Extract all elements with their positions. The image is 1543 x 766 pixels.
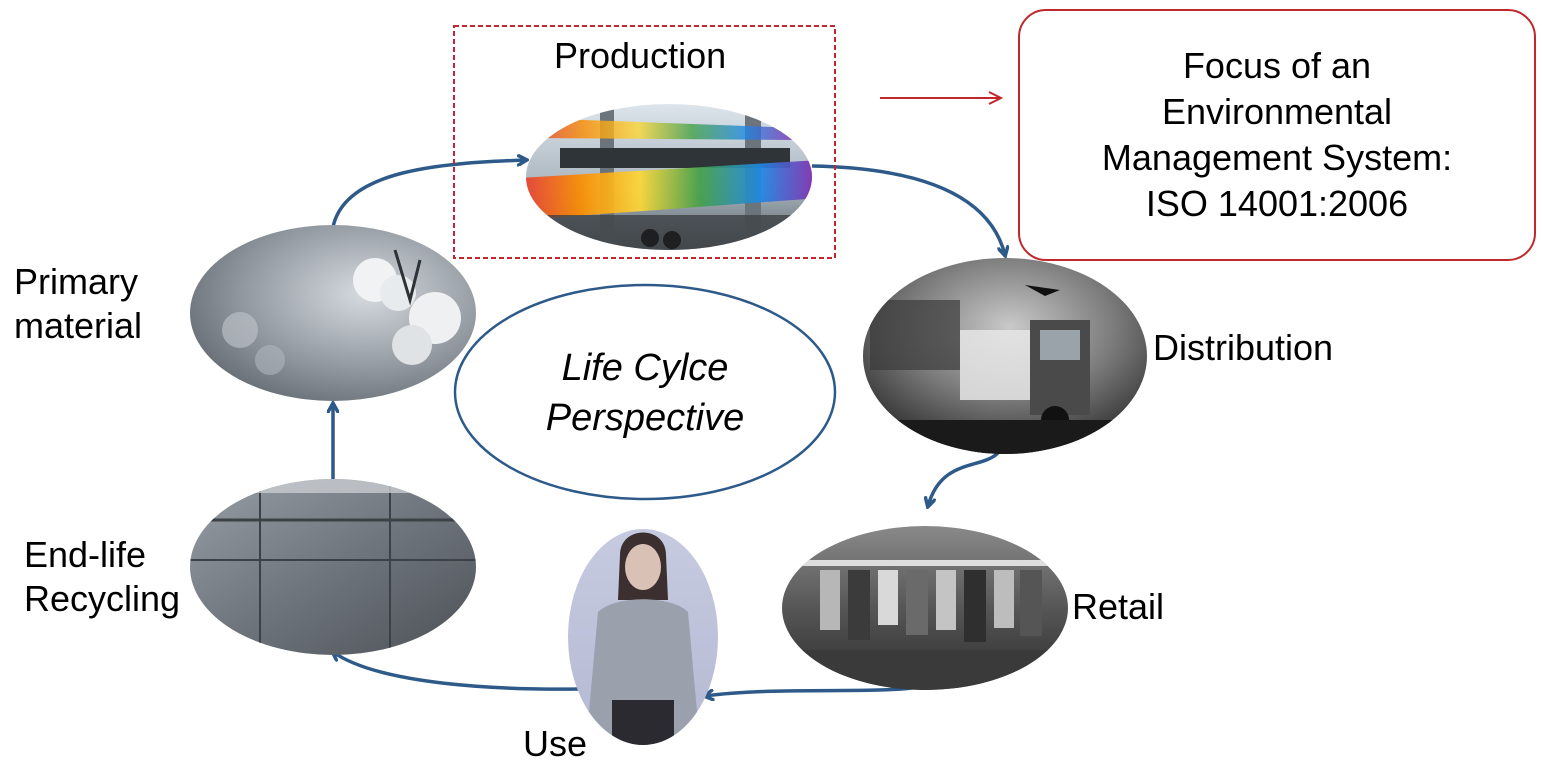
production-highlight-box	[453, 25, 836, 259]
label-end-life-line2: Recycling	[24, 578, 181, 619]
label-use: Use	[523, 723, 588, 764]
focus-line1: Focus of an	[1182, 45, 1372, 86]
primary-material-image	[190, 225, 476, 401]
focus-line4: ISO 14001:2006	[1145, 183, 1409, 224]
focus-line2: Environmental	[1161, 91, 1393, 132]
label-primary-line1: Primary	[14, 261, 138, 302]
label-end-life-line1: End-life	[24, 534, 147, 575]
production-image	[526, 104, 812, 250]
center-ellipse	[453, 283, 837, 501]
label-primary-line2: material	[14, 305, 143, 346]
center-label-line2: Perspective	[545, 397, 745, 439]
use-image	[568, 529, 718, 745]
center-label-line1: Life Cylce	[561, 347, 729, 389]
retail-image	[782, 526, 1068, 690]
label-primary-material: Primary material	[14, 260, 142, 348]
label-distribution: Distribution	[1153, 327, 1334, 368]
center-label: Life Cylce Perspective	[455, 343, 835, 443]
end-life-image	[190, 479, 476, 655]
arrow-production-to-distribution	[811, 164, 1005, 255]
arrow-primary-to-production	[331, 160, 526, 228]
label-retail: Retail	[1072, 586, 1165, 627]
focus-box: Focus of an Environmental Management Sys…	[1018, 9, 1536, 261]
arrow-use-to-endlife	[333, 652, 581, 691]
focus-line3: Management System:	[1101, 137, 1453, 178]
label-production: Production	[554, 35, 727, 76]
distribution-image	[863, 258, 1147, 454]
label-end-life: End-life Recycling	[24, 533, 180, 621]
